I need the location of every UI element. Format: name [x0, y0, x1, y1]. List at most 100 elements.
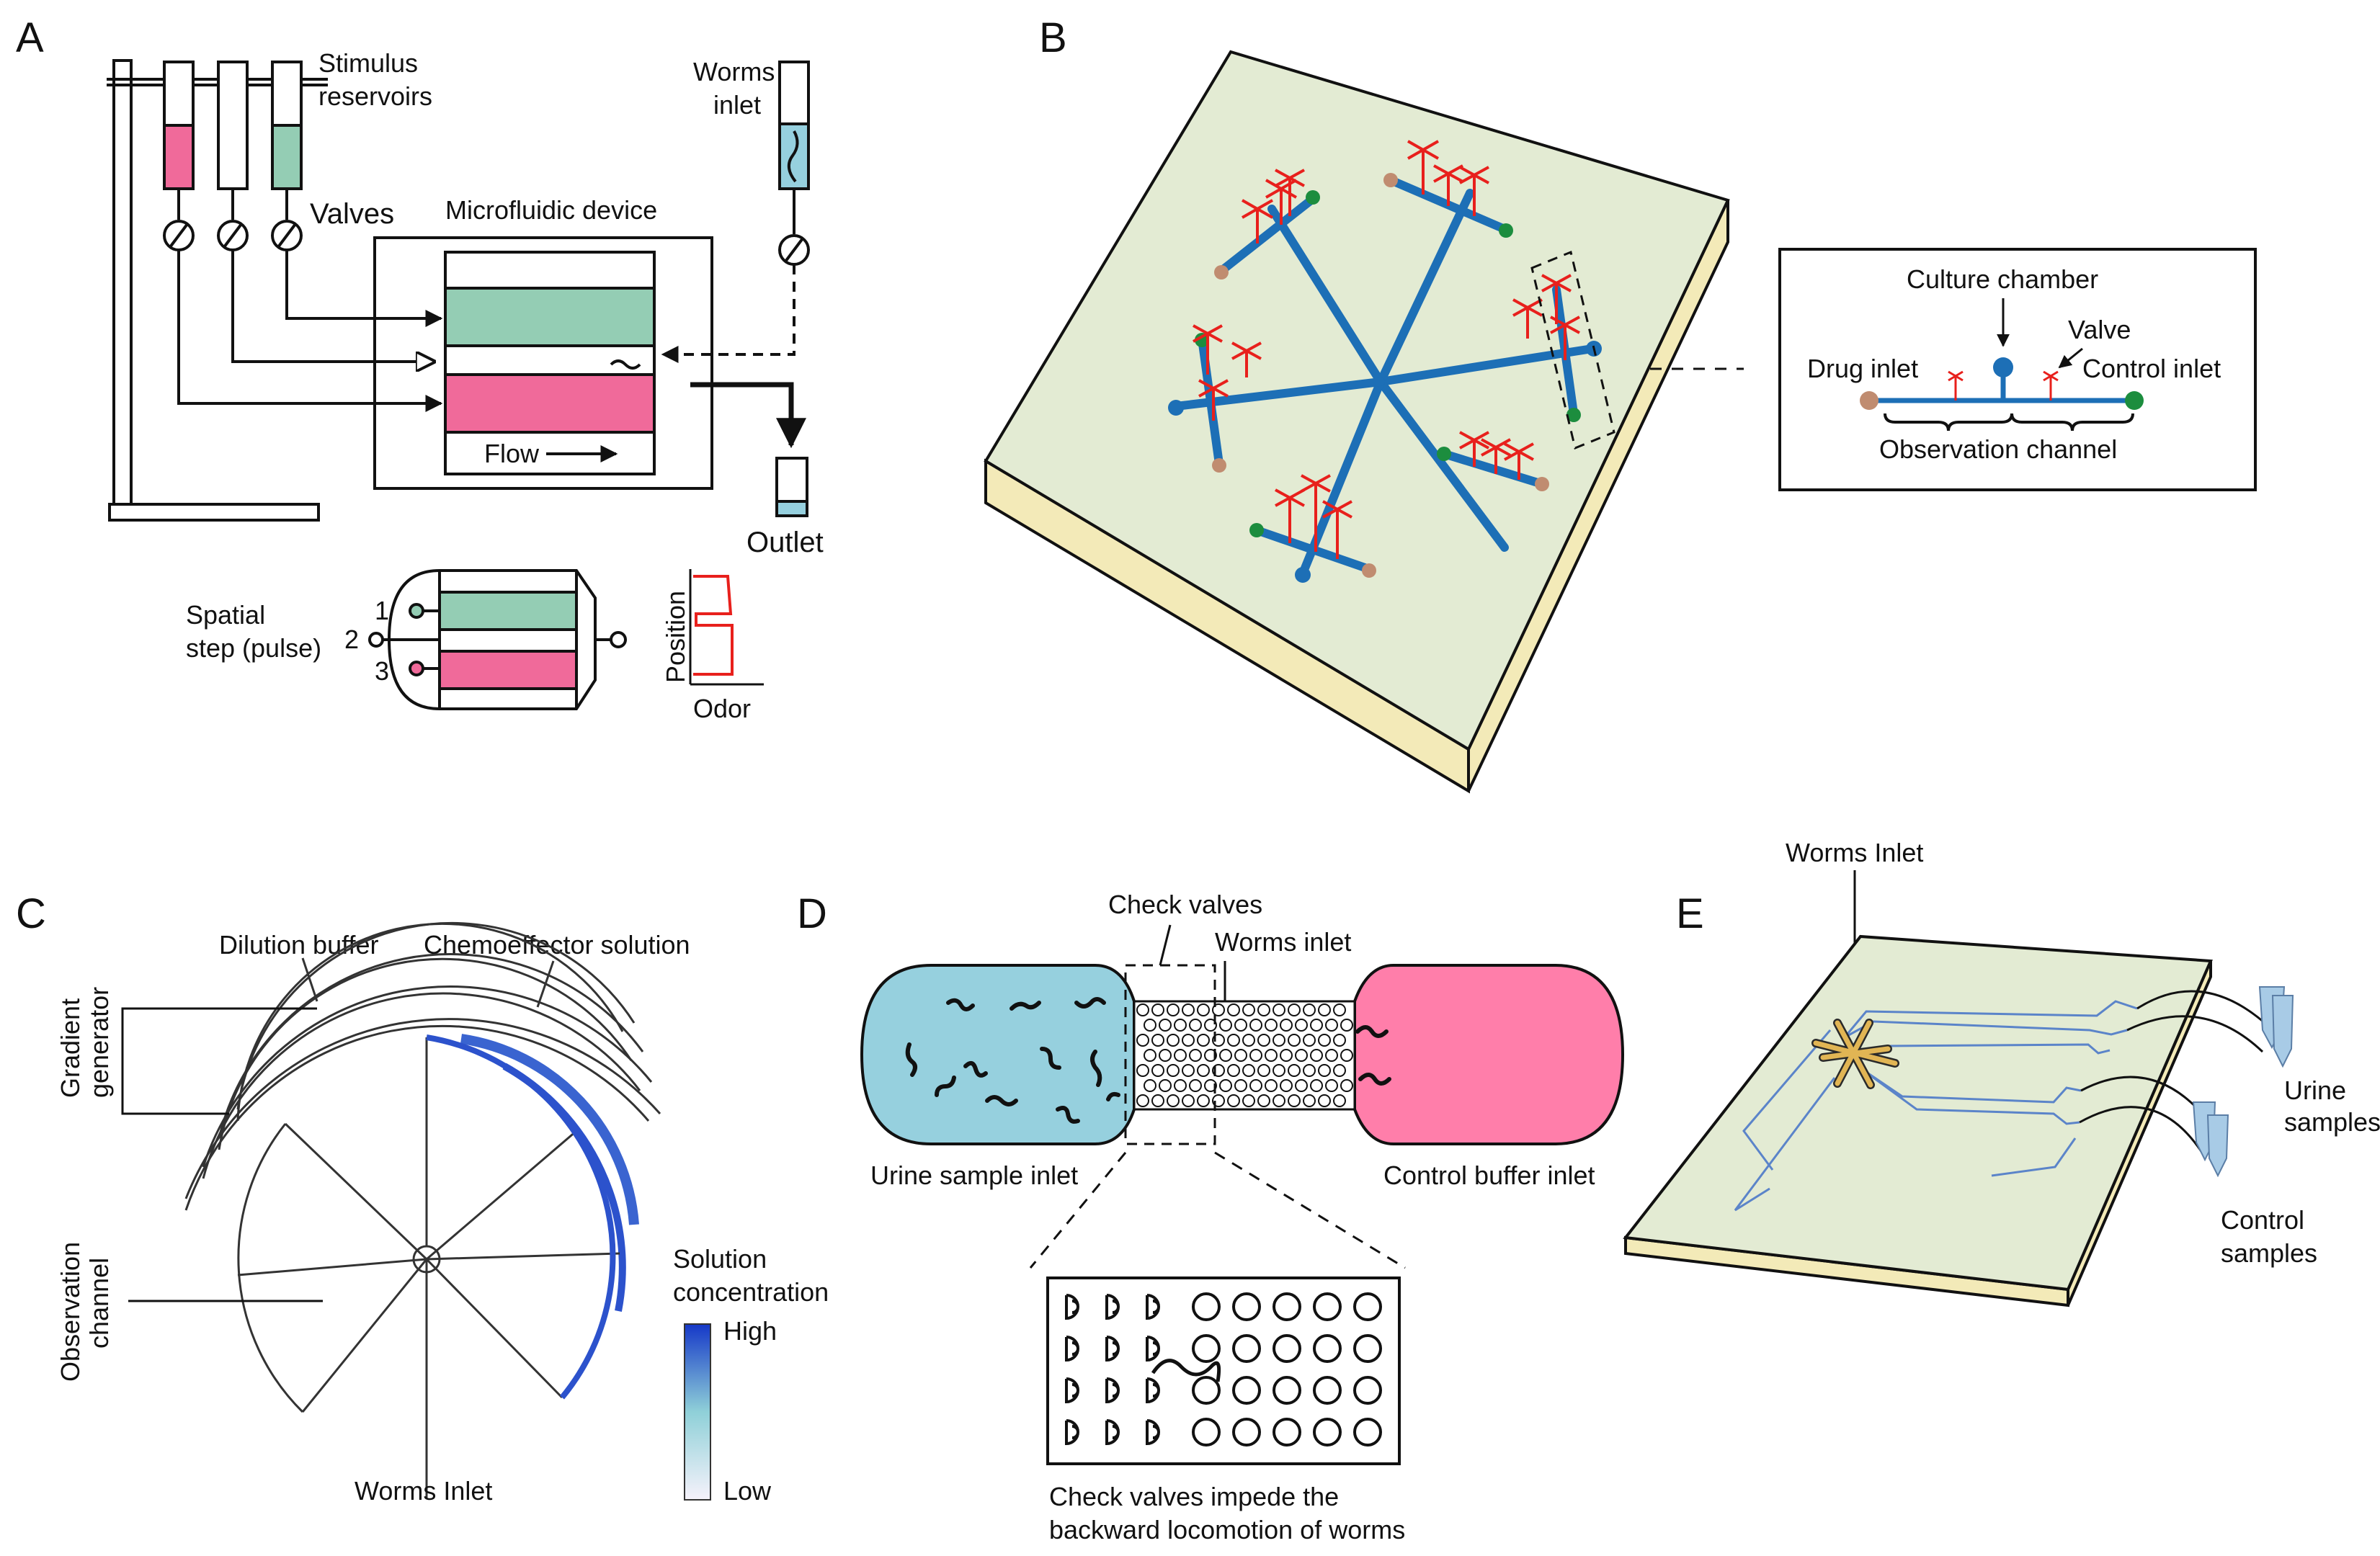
pillar [1273, 1003, 1285, 1016]
pillar [1212, 1064, 1225, 1077]
pillar [1197, 1003, 1210, 1016]
pillar [1280, 1079, 1293, 1092]
pillar [1288, 1094, 1301, 1107]
position-axis-label: Position [661, 591, 690, 683]
pillar [1182, 1003, 1195, 1016]
pillar [1242, 1034, 1255, 1047]
pillar [1249, 1019, 1262, 1032]
pillar [1182, 1064, 1195, 1077]
high-conc-band [460, 1034, 639, 1225]
pillar [1288, 1003, 1301, 1016]
pillar [1288, 1034, 1301, 1047]
pillar [1242, 1003, 1255, 1016]
urine-chamber [860, 964, 1136, 1145]
pillar [1234, 1019, 1247, 1032]
pillar [1144, 1019, 1156, 1032]
check-valve-shape [1105, 1419, 1120, 1446]
pillar [1249, 1049, 1262, 1062]
panel-d: D Check valves Worms inlet Uri [797, 890, 1625, 1544]
worms-inlet-label: Worms Inlet [355, 1476, 492, 1506]
pillar [1167, 1034, 1180, 1047]
pillar [1212, 1003, 1225, 1016]
pillar [1257, 1094, 1270, 1107]
pillar [1280, 1049, 1293, 1062]
pillar [1174, 1019, 1187, 1032]
round-pillar [1273, 1418, 1301, 1447]
panel-a-letter: A [16, 14, 44, 61]
tubing [2079, 990, 2274, 1153]
ring-stand [107, 59, 328, 522]
control-buffer-inlet-label: Control buffer inlet [1383, 1161, 1595, 1190]
pillar [1159, 1049, 1172, 1062]
pillar [1167, 1003, 1180, 1016]
worm-in-valves [1151, 1359, 1221, 1382]
pillar [1333, 1064, 1346, 1077]
round-pillar [1192, 1292, 1221, 1321]
pillar [1265, 1079, 1278, 1092]
pillar [1144, 1079, 1156, 1092]
panel-c: C Dilution buffer Chemoeffector solution [16, 890, 829, 1506]
round-pillar [1192, 1418, 1221, 1447]
check-valve-inset [1046, 1276, 1401, 1465]
port-number-1: 1 [375, 596, 389, 625]
control-samples-label-1: Control [2221, 1205, 2304, 1235]
control-samples-label-2: samples [2221, 1238, 2317, 1268]
panel-e: E Worms Inlet [1623, 838, 2380, 1307]
pillar [1333, 1094, 1346, 1107]
pillar [1136, 1064, 1149, 1077]
round-pillar [1192, 1334, 1221, 1363]
pillar [1197, 1064, 1210, 1077]
valve-label: Valve [2068, 315, 2131, 344]
culture-chamber-label: Culture chamber [1907, 264, 2098, 294]
worms-inlet-label-d: Worms inlet [1215, 927, 1351, 957]
round-pillar [1192, 1376, 1221, 1405]
pillar [1204, 1049, 1217, 1062]
pillar [1325, 1079, 1338, 1092]
pillar [1318, 1064, 1331, 1077]
chip-valves [1193, 140, 1580, 559]
caption-line-1: Check valves impede the [1049, 1482, 1339, 1511]
pillar [1265, 1019, 1278, 1032]
odor-profile-plot [689, 569, 764, 686]
round-pillar [1353, 1376, 1382, 1405]
valves-label: Valves [310, 198, 394, 230]
pillar [1242, 1094, 1255, 1107]
pillar [1273, 1034, 1285, 1047]
pillar [1212, 1034, 1225, 1047]
pillar [1182, 1034, 1195, 1047]
solution-concentration-label-2: concentration [673, 1277, 829, 1307]
microfluidic-device-label: Microfluidic device [445, 195, 657, 225]
check-valve-shape [1105, 1336, 1120, 1362]
pillar [1295, 1049, 1308, 1062]
control-inlet-label: Control inlet [2082, 354, 2221, 383]
pillar [1273, 1064, 1285, 1077]
round-pillar [1313, 1292, 1342, 1321]
valve-icons [163, 220, 303, 251]
observation-channel-label-1: Observation [55, 1242, 85, 1382]
check-valves-label: Check valves [1108, 890, 1262, 919]
gradient-generator-label-2: generator [84, 987, 114, 1098]
pillar [1136, 1034, 1149, 1047]
pillar [1227, 1003, 1240, 1016]
spatial-step-device [368, 569, 627, 710]
chip-inlets [1168, 173, 1602, 583]
worms-inlet-label-2: inlet [713, 90, 761, 120]
check-valve-shape [1105, 1294, 1120, 1320]
pillar [1257, 1034, 1270, 1047]
pillar [1227, 1064, 1240, 1077]
chip-top [984, 50, 1730, 751]
port-number-2: 2 [344, 625, 359, 654]
gradient-generator-bracket [121, 1007, 317, 1115]
caption-line-2: backward locomotion of worms [1049, 1515, 1405, 1544]
pillar [1318, 1003, 1331, 1016]
pillar [1333, 1003, 1346, 1016]
pillar [1265, 1049, 1278, 1062]
check-valve-shape [1065, 1294, 1079, 1320]
worms-urine [905, 997, 1120, 1124]
odor-axis-label: Odor [693, 694, 751, 723]
pillar [1144, 1049, 1156, 1062]
urine-samples-label-1: Urine [2284, 1076, 2346, 1105]
drug-inlet-label: Drug inlet [1807, 354, 1918, 383]
urine-sample-tubes [2258, 986, 2294, 1068]
